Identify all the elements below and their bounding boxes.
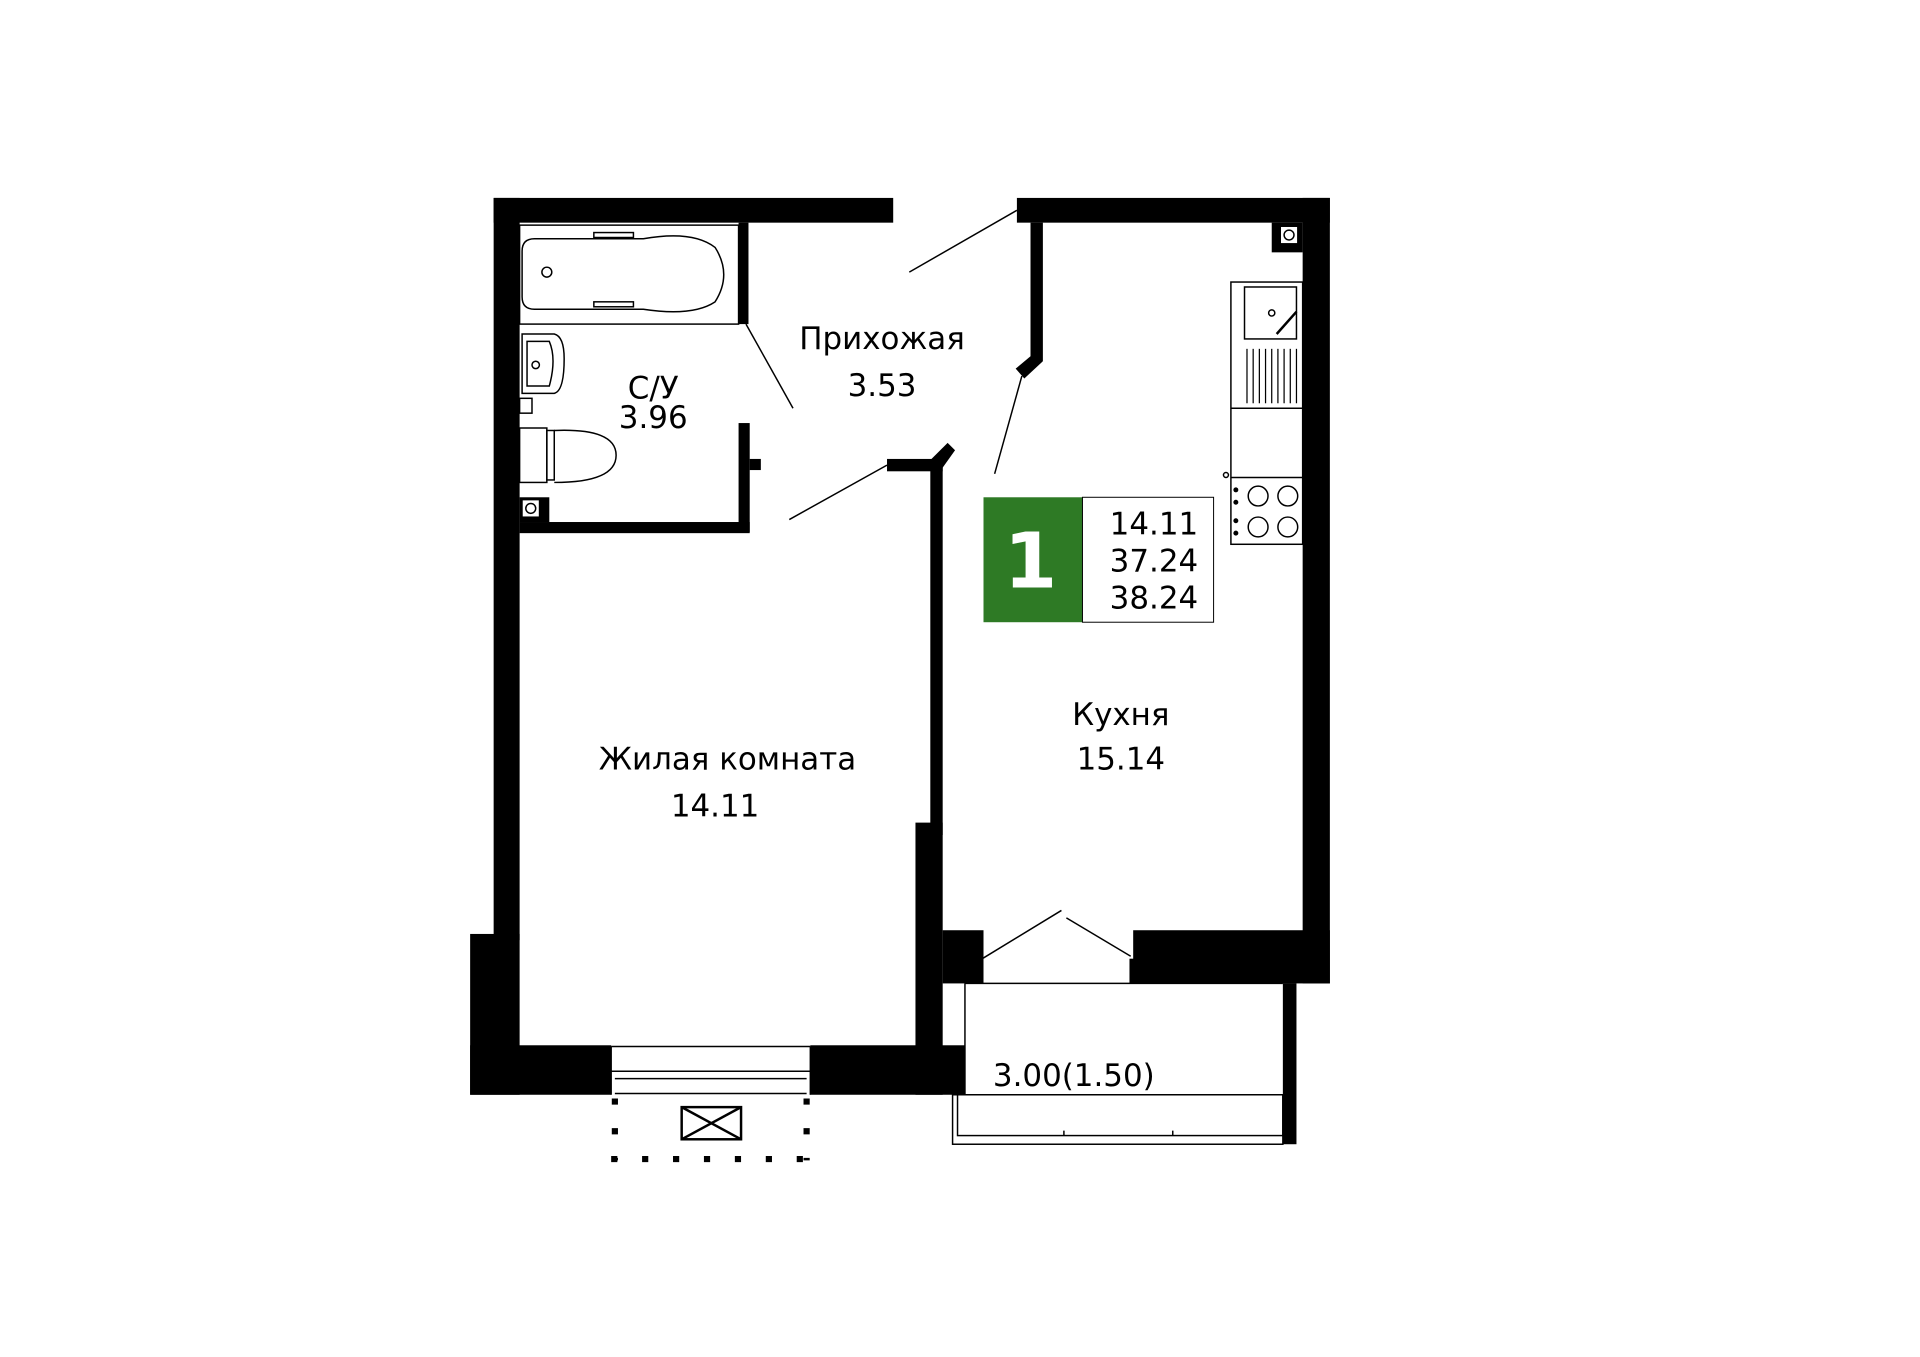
total-area-with-balcony: 38.24 <box>1110 581 1198 617</box>
room-area-hallway: 3.53 <box>848 368 917 404</box>
room-name-living: Жилая комната <box>599 741 856 777</box>
room-area-bathroom: 3.96 <box>619 400 688 436</box>
living-area: 14.11 <box>1110 506 1198 542</box>
room-name-hallway: Прихожая <box>799 321 965 357</box>
rooms-count: 1 <box>1004 518 1057 607</box>
room-name-kitchen: Кухня <box>1072 697 1169 733</box>
bathtub-icon <box>518 224 740 325</box>
walls <box>470 197 1330 1145</box>
toilet-icon <box>518 427 617 484</box>
stove-icon <box>1233 485 1299 538</box>
kitchen-counter <box>1222 281 1304 546</box>
room-area-kitchen: 15.14 <box>1077 741 1165 777</box>
balcony-area: 3.00(1.50) <box>993 1058 1155 1094</box>
room-name-bathroom: С/У <box>628 370 679 406</box>
total-area: 37.24 <box>1110 543 1198 579</box>
door-swings <box>745 209 1132 960</box>
vent-shaft <box>1279 225 1299 245</box>
room-area-living: 14.11 <box>671 788 759 824</box>
vent-shaft <box>521 499 541 518</box>
balcony-outline <box>951 971 1284 1145</box>
window <box>610 1045 812 1095</box>
ac-unit-icon <box>611 1098 812 1163</box>
summary-box: 1 14.11 37.24 38.24 <box>983 496 1215 623</box>
sink-icon <box>518 333 565 414</box>
